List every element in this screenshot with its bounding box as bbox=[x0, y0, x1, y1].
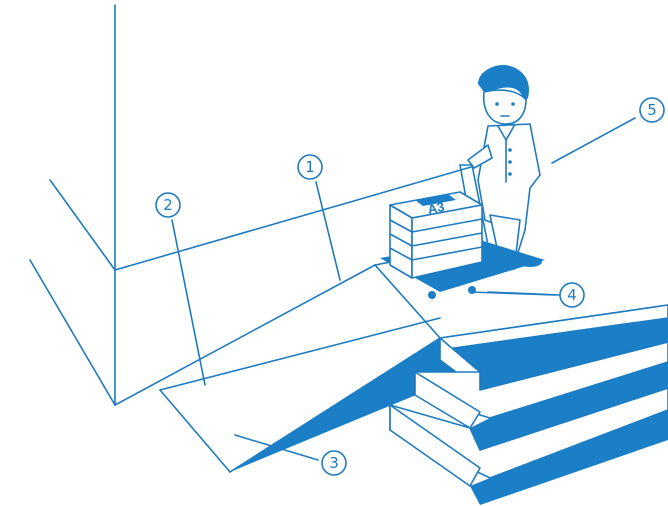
callout-4: 4 bbox=[560, 283, 584, 307]
callout-5-number: 5 bbox=[647, 101, 657, 119]
callout-1: 1 bbox=[298, 155, 322, 179]
callout-5: 5 bbox=[640, 98, 664, 122]
callout-2: 2 bbox=[156, 193, 180, 217]
stairs bbox=[390, 305, 668, 505]
callout-3: 3 bbox=[322, 451, 346, 475]
callout-3-number: 3 bbox=[329, 454, 339, 472]
callout-2-number: 2 bbox=[163, 196, 173, 214]
callout-4-number: 4 bbox=[567, 286, 577, 304]
callout-1-number: 1 bbox=[305, 158, 315, 176]
box-stack: A3 bbox=[390, 192, 482, 278]
ramp-surface bbox=[115, 265, 440, 472]
